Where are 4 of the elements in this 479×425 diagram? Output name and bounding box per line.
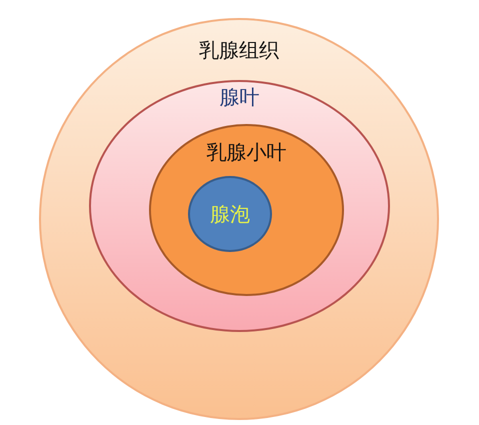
label: 乳腺组织 bbox=[199, 38, 279, 62]
label: 腺泡 bbox=[210, 202, 250, 226]
label: 乳腺小叶 bbox=[206, 140, 286, 164]
label: 腺叶 bbox=[220, 85, 260, 109]
